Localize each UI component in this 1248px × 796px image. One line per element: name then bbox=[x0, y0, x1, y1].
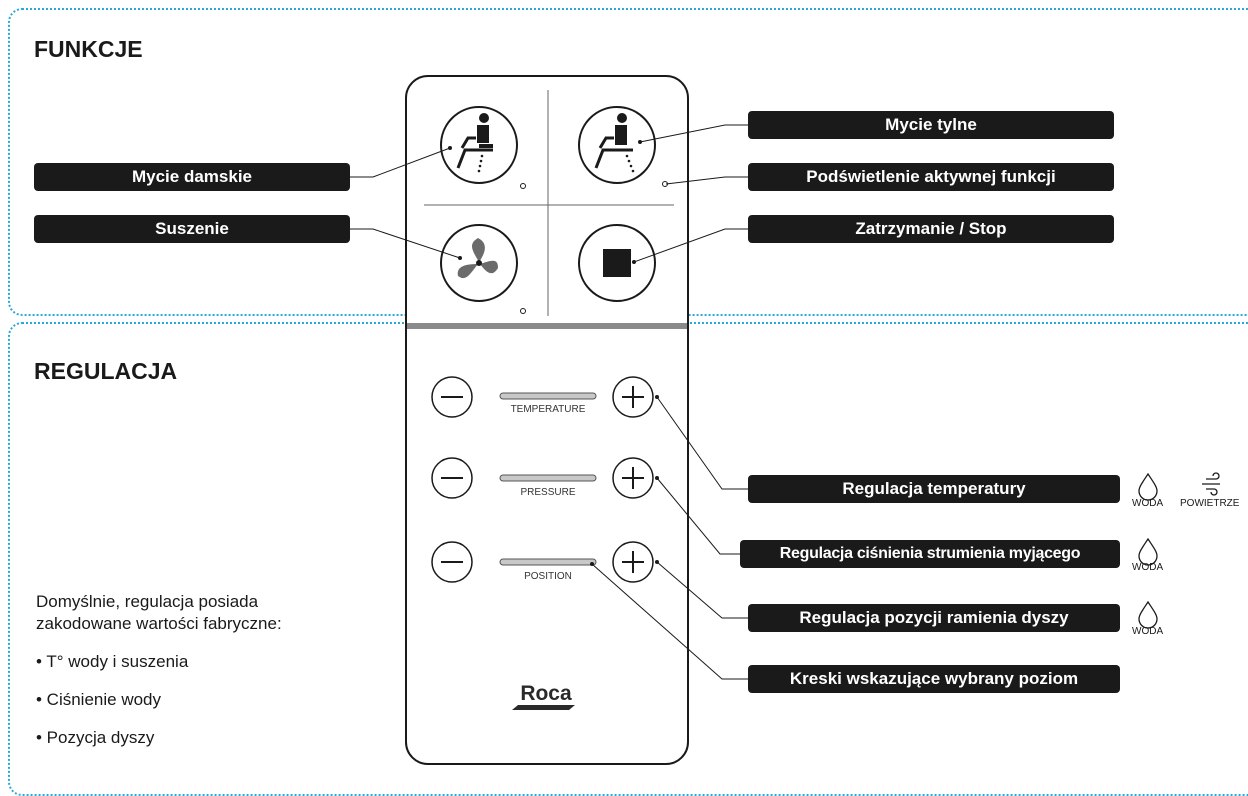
connector-stop bbox=[633, 228, 748, 263]
connector-mycie-tylne bbox=[639, 124, 748, 143]
label-mycie-tylne: Mycie tylne bbox=[748, 111, 1114, 139]
position-plus-button[interactable] bbox=[612, 541, 654, 583]
suszenie-button[interactable] bbox=[440, 224, 518, 302]
label-mycie-damskie: Mycie damskie bbox=[34, 163, 350, 191]
connector-mycie-damskie bbox=[350, 147, 451, 178]
connector-temperature bbox=[656, 396, 748, 490]
pressure-level-bar bbox=[499, 474, 597, 482]
label-podswietlenie: Podświetlenie aktywnej funkcji bbox=[748, 163, 1114, 191]
note-item3: • Pozycja dyszy bbox=[36, 728, 155, 747]
stop-button[interactable] bbox=[578, 224, 656, 302]
remote-divider bbox=[407, 323, 687, 329]
water-drop-icon bbox=[1138, 472, 1158, 501]
air-icon bbox=[1202, 472, 1220, 496]
mycie-tylne-button[interactable] bbox=[578, 106, 656, 184]
position-label: POSITION bbox=[524, 571, 572, 582]
label-kreski: Kreski wskazujące wybrany poziom bbox=[748, 665, 1120, 693]
connector-position bbox=[656, 561, 748, 619]
label-suszenie: Suszenie bbox=[34, 215, 350, 243]
note-item2: • Ciśnienie wody bbox=[36, 690, 162, 709]
powietrze-label: POWIETRZE bbox=[1180, 498, 1240, 509]
brand-logo: Roca bbox=[520, 682, 572, 705]
connector-lines bbox=[350, 124, 748, 680]
note-intro-line2: zakodowane wartości fabryczne: bbox=[36, 614, 282, 633]
water-drop-icon bbox=[1138, 537, 1158, 566]
position-minus-button[interactable] bbox=[431, 541, 473, 583]
temperature-level-bar bbox=[499, 392, 597, 400]
temperature-plus-button[interactable] bbox=[612, 376, 654, 418]
woda-label-position: WODA bbox=[1132, 626, 1164, 637]
fan-icon bbox=[457, 238, 498, 279]
female-wash-icon bbox=[456, 113, 493, 173]
regulacja-title: REGULACJA bbox=[34, 358, 178, 384]
funkcje-title: FUNKCJE bbox=[34, 36, 143, 62]
connector-suszenie bbox=[350, 228, 461, 259]
pressure-plus-button[interactable] bbox=[612, 457, 654, 499]
temperature-minus-button[interactable] bbox=[431, 376, 473, 418]
remote-body bbox=[405, 75, 689, 765]
label-stop: Zatrzymanie / Stop bbox=[748, 215, 1114, 243]
connector-kreski bbox=[591, 563, 748, 680]
led-indicator bbox=[520, 308, 526, 314]
water-drop-icon bbox=[1138, 600, 1158, 629]
temperature-label: TEMPERATURE bbox=[511, 404, 586, 415]
label-reg-pozycji: Regulacja pozycji ramienia dyszy bbox=[748, 604, 1120, 632]
label-reg-temp: Regulacja temperatury bbox=[748, 475, 1120, 503]
woda-label-temp: WODA bbox=[1132, 498, 1164, 509]
pressure-minus-button[interactable] bbox=[431, 457, 473, 499]
woda-label-pressure: WODA bbox=[1132, 562, 1164, 573]
note-intro-line1: Domyślnie, regulacja posiada bbox=[36, 592, 259, 611]
note-item1: • T° wody i suszenia bbox=[36, 652, 189, 671]
connector-pressure bbox=[656, 477, 740, 555]
stop-icon bbox=[603, 249, 631, 277]
led-indicator bbox=[520, 183, 526, 189]
position-level-bar bbox=[499, 558, 597, 566]
pressure-label: PRESSURE bbox=[520, 487, 575, 498]
brand-logo-underline bbox=[512, 705, 575, 710]
label-reg-cisnienia: Regulacja ciśnienia strumienia myjącego bbox=[740, 540, 1120, 568]
mycie-damskie-button[interactable] bbox=[440, 106, 518, 184]
connector-podswietlenie bbox=[665, 176, 748, 185]
remote-diagram: TEMPERATURE PRESSURE POSITION Roca bbox=[350, 75, 1220, 765]
rear-wash-icon bbox=[594, 113, 635, 173]
